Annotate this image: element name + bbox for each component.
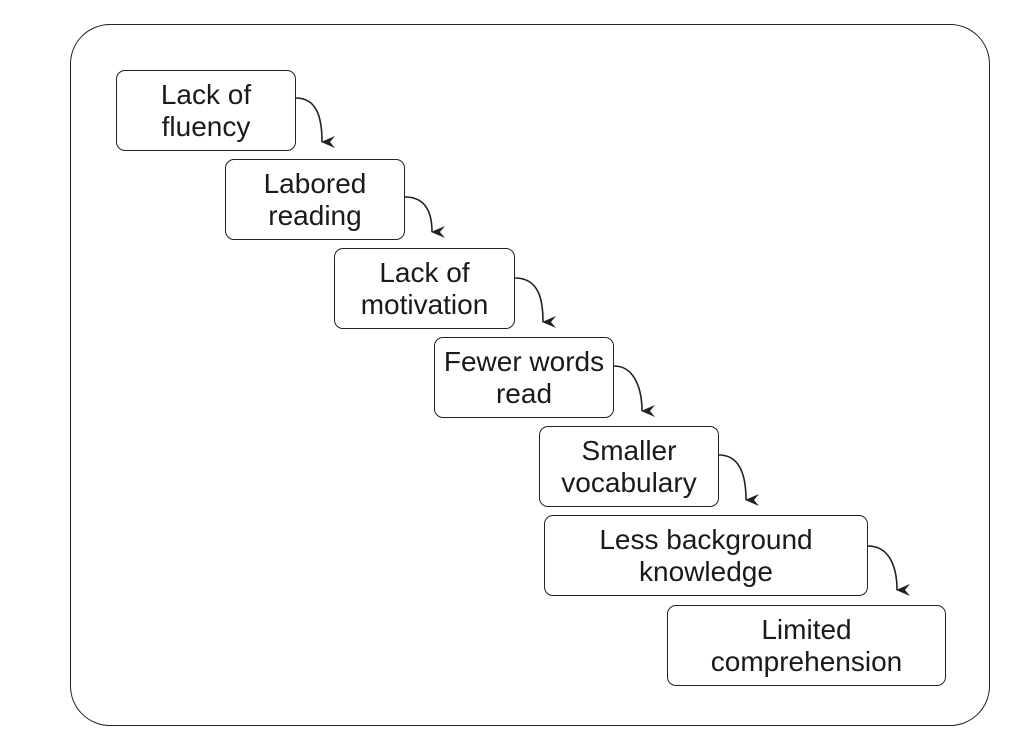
step-limited-comprehension: Limited comprehension [667,605,946,686]
diagram-frame [70,24,990,726]
step-label: Fewer words read [443,345,605,409]
step-label: Labored reading [263,167,367,231]
step-smaller-vocabulary: Smaller vocabulary [539,426,719,507]
step-label: Lack of fluency [160,78,252,142]
step-label: Limited comprehension [710,613,903,677]
step-labored-reading: Labored reading [225,159,405,240]
step-less-background-knowledge: Less background knowledge [544,515,868,596]
step-lack-of-fluency: Lack of fluency [116,70,296,151]
step-lack-of-motivation: Lack of motivation [334,248,515,329]
step-fewer-words-read: Fewer words read [434,337,614,418]
step-label: Smaller vocabulary [561,434,697,498]
step-label: Lack of motivation [360,256,489,320]
step-label: Less background knowledge [599,523,813,587]
